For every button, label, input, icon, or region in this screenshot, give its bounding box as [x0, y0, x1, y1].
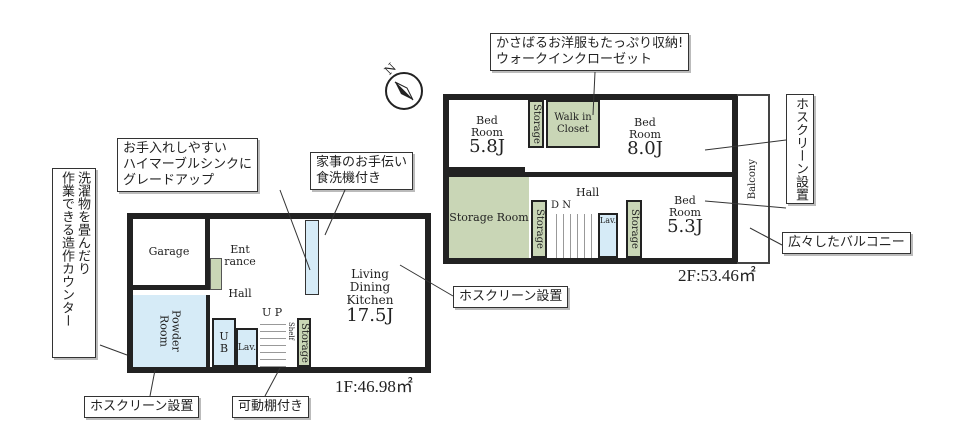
callout-wic: かさばるお洋服もたっぷり収納! ウォークインクローゼット	[490, 33, 690, 71]
callout-shelf: 可動棚付き	[232, 396, 310, 418]
callout-sink: お手入れしやすい ハイマーブルシンクに グレードアップ	[117, 138, 258, 192]
callout-balcony: 広々したバルコニー	[782, 232, 911, 254]
storage-2f-a: Storage	[528, 100, 544, 148]
callout-hoscreen-1f-powder: ホスクリーン設置	[84, 396, 200, 418]
wall-2f-mid	[443, 172, 738, 177]
dn-label: D N	[551, 200, 571, 211]
up-label: U P	[262, 306, 283, 319]
room-hall-1f: Hall	[228, 287, 252, 300]
shelf-label: Shelf	[287, 322, 295, 341]
stairs-1f	[260, 318, 286, 367]
storage-1f: Storage	[297, 318, 311, 367]
room-ldk: Living Dining Kitchen 17.5J	[346, 267, 394, 326]
room-storage-room: Storage Room	[449, 177, 529, 258]
room-ub: U B	[212, 318, 236, 367]
floor2-area: 2F:53.46㎡	[678, 266, 756, 285]
storage-2f-c: Storage	[626, 200, 642, 258]
callout-hoscreen-2f: ホスクリーン設置	[786, 94, 814, 204]
floor1-area: 1F:46.98㎡	[335, 377, 413, 396]
callout-counter: 洗濯物を畳んだり 作業できる造作カウンター	[52, 168, 96, 358]
shoe-storage	[210, 258, 222, 290]
storage-2f-b: Storage	[531, 200, 547, 258]
room-lav-2f: Lav.	[598, 213, 618, 258]
callout-dishwasher: 家事のお手伝い 食洗機付き	[310, 152, 414, 190]
room-walk-in-closet: Walk in Closet	[546, 100, 600, 148]
stairs-2f	[550, 214, 596, 258]
callout-hoscreen-1f-ldk: ホスクリーン設置	[453, 286, 569, 308]
room-powder: Powder Room	[133, 295, 210, 367]
room-entrance: Ent rance	[224, 243, 256, 268]
hall-2f: Hall	[576, 186, 600, 199]
balcony: Balcony	[737, 94, 770, 264]
room-garage: Garage	[133, 219, 210, 290]
room-lav-1f: Lav.	[236, 328, 258, 367]
compass-icon	[385, 72, 423, 110]
